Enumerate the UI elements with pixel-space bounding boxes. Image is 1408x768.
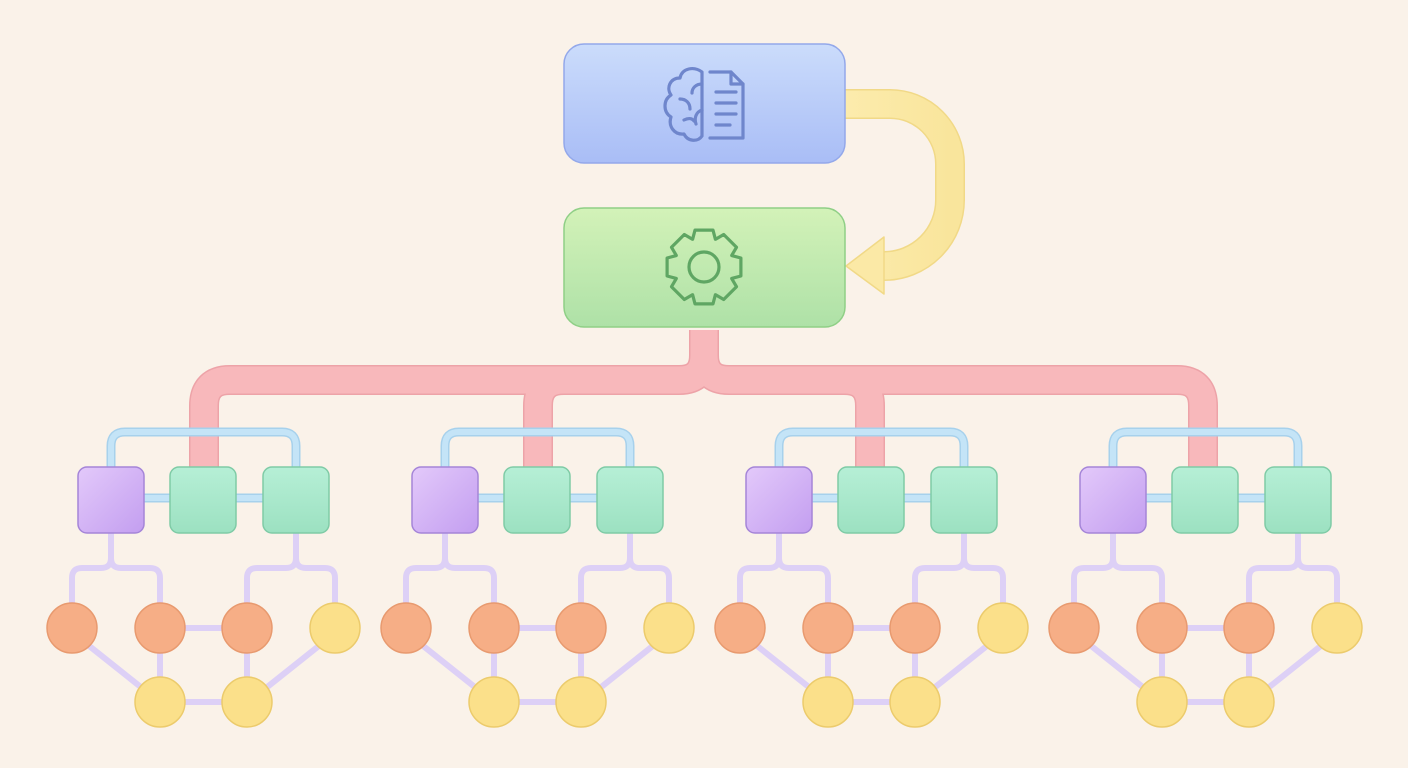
yellow-bottom-circle-node-2 bbox=[221, 676, 273, 728]
purple-square-node bbox=[77, 466, 145, 534]
purple-square-node bbox=[745, 466, 813, 534]
orange-circle-node-2 bbox=[134, 602, 186, 654]
yellow-circle-node-4 bbox=[977, 602, 1029, 654]
yellow-bottom-circle-node-2 bbox=[1223, 676, 1275, 728]
yellow-bottom-circle-node-1 bbox=[134, 676, 186, 728]
gear-icon bbox=[665, 228, 743, 306]
blue-connector bbox=[442, 429, 633, 501]
blue-connector bbox=[776, 429, 967, 501]
orange-circle-node-1 bbox=[714, 602, 766, 654]
brain-document-icon bbox=[663, 67, 745, 142]
green-square-node-2 bbox=[1264, 466, 1332, 534]
curved-arrow-left-icon bbox=[836, 89, 965, 295]
processing-box bbox=[563, 207, 846, 328]
orange-circle-node-1 bbox=[380, 602, 432, 654]
orange-circle-node-3 bbox=[1223, 602, 1275, 654]
yellow-bottom-circle-node-1 bbox=[468, 676, 520, 728]
yellow-bottom-circle-node-1 bbox=[1136, 676, 1188, 728]
lavender-connector bbox=[1071, 530, 1340, 705]
yellow-circle-node-4 bbox=[643, 602, 695, 654]
node-group-3 bbox=[714, 427, 1029, 728]
orange-circle-node-3 bbox=[555, 602, 607, 654]
orange-circle-node-3 bbox=[889, 602, 941, 654]
yellow-bottom-circle-node-2 bbox=[889, 676, 941, 728]
green-square-node-1 bbox=[837, 466, 905, 534]
blue-connector bbox=[1110, 429, 1301, 501]
purple-square-node bbox=[411, 466, 479, 534]
knowledge-input-box bbox=[563, 43, 846, 164]
orange-circle-node-1 bbox=[1048, 602, 1100, 654]
node-group-4 bbox=[1048, 427, 1363, 728]
node-group-1 bbox=[46, 427, 361, 728]
node-group-2 bbox=[380, 427, 695, 728]
green-square-node-1 bbox=[503, 466, 571, 534]
yellow-circle-node-4 bbox=[309, 602, 361, 654]
yellow-bottom-circle-node-2 bbox=[555, 676, 607, 728]
orange-circle-node-2 bbox=[468, 602, 520, 654]
orange-circle-node-1 bbox=[46, 602, 98, 654]
green-square-node-2 bbox=[596, 466, 664, 534]
green-square-node-2 bbox=[930, 466, 998, 534]
yellow-bottom-circle-node-1 bbox=[802, 676, 854, 728]
lavender-connector bbox=[737, 530, 1006, 705]
orange-circle-node-3 bbox=[221, 602, 273, 654]
green-square-node-2 bbox=[262, 466, 330, 534]
node-groups bbox=[46, 427, 1363, 728]
lavender-connector bbox=[403, 530, 672, 705]
orange-circle-node-2 bbox=[802, 602, 854, 654]
green-square-node-1 bbox=[169, 466, 237, 534]
main-branch-connector bbox=[189, 330, 1218, 468]
green-square-node-1 bbox=[1171, 466, 1239, 534]
pink-trunk bbox=[190, 330, 1217, 468]
purple-square-node bbox=[1079, 466, 1147, 534]
lavender-connector bbox=[69, 530, 338, 705]
yellow-circle-node-4 bbox=[1311, 602, 1363, 654]
orange-circle-node-2 bbox=[1136, 602, 1188, 654]
blue-connector bbox=[108, 429, 299, 501]
